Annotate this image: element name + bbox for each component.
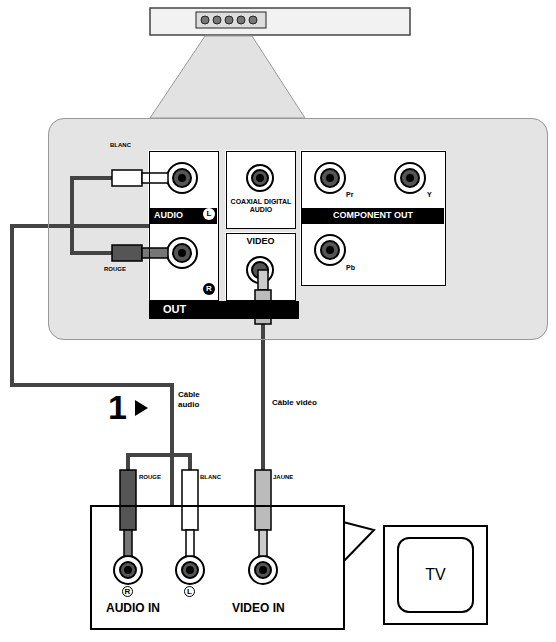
box-ground <box>300 150 445 285</box>
rear-panel: OUTAUDIO COAXIAL DIGITAL AUDIO COMPONENT O… <box>48 118 548 340</box>
jack-panel: AUDIO <box>149 151 219 301</box>
jack-panel: AUDIO IN VIDEO IN <box>90 505 345 630</box>
tv-ground <box>383 525 488 625</box>
plug-label: Pb <box>346 264 355 271</box>
jack-panel: COMPONENT OUT <box>301 151 446 286</box>
callout-pointer <box>343 522 374 562</box>
jack-panel: COAXIAL DIGITAL AUDIO <box>226 151 296 229</box>
zoom-wedge <box>150 36 305 118</box>
plug-label: BLANC <box>200 474 221 480</box>
plug-label: R <box>122 586 133 597</box>
player-jacks <box>196 12 266 28</box>
rear-panel-ground <box>48 118 548 340</box>
plug-label: ROUGE <box>104 266 126 272</box>
cable <box>12 226 172 505</box>
jack-label: OUT <box>149 301 299 319</box>
plug-label: ROUGE <box>139 474 161 480</box>
rca-jacks <box>114 163 425 584</box>
callout-number: 1 <box>108 390 127 424</box>
plug-label: L <box>184 586 195 597</box>
plug-label: BLANC <box>110 142 131 148</box>
jack-label: VIDEO <box>227 236 294 248</box>
plug-label: L <box>203 208 215 220</box>
jack-panel: VIDEO <box>226 233 296 301</box>
cable-label: Câble audio <box>178 390 214 410</box>
plug-label: JAUNE <box>273 474 293 480</box>
plug-label: R <box>203 283 215 295</box>
jack-label: VIDEO IN <box>232 601 332 617</box>
tv-icon: TV <box>383 525 488 625</box>
plug-label: Y <box>427 191 432 198</box>
jack-label: TV <box>397 537 474 613</box>
box-ground <box>225 150 295 228</box>
plug-label: Pr <box>346 191 353 198</box>
jack-label: COMPONENT OUT <box>302 208 444 224</box>
dvd-player <box>150 8 410 35</box>
step-arrow <box>135 400 148 416</box>
cable-label: Câble vidéo <box>272 398 332 407</box>
jack-label: AUDIO IN <box>106 601 206 617</box>
jack-label: COAXIAL DIGITAL AUDIO <box>229 198 293 224</box>
